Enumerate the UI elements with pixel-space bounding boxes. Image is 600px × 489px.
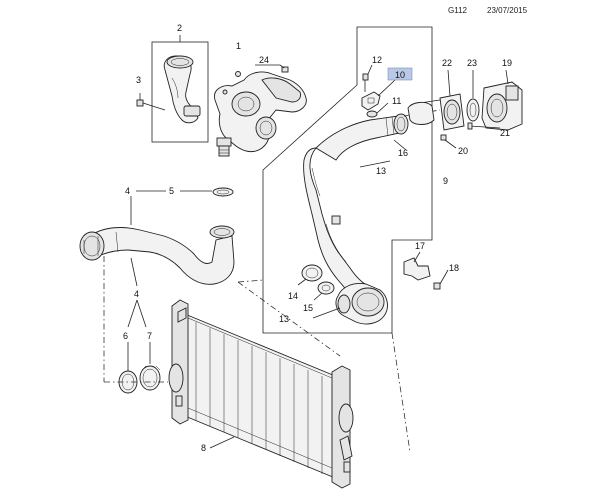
callout-4-lower: 4 (134, 289, 139, 299)
callout-19: 19 (502, 58, 512, 68)
part-12-bolt (362, 64, 373, 92)
part-16-charge-air-pipe-upper (315, 113, 409, 161)
callout-13-upper: 13 (376, 166, 386, 176)
callout-11: 11 (392, 96, 401, 106)
part-15-seal (313, 281, 335, 301)
part-1-turbocharger (214, 71, 307, 157)
callout-23: 23 (467, 58, 477, 68)
callout-5: 5 (169, 186, 174, 196)
part-15-outlet-hose (335, 283, 388, 325)
callout-21: 21 (500, 128, 510, 138)
callout-16: 16 (398, 148, 408, 158)
part-20-bolt (440, 134, 457, 149)
part-14-gasket (297, 264, 323, 286)
callout-9: 9 (443, 176, 448, 186)
part-9-flange (407, 101, 435, 125)
callout-17: 17 (415, 241, 425, 251)
part-2-intake-duct (163, 55, 201, 124)
part-21-bolt (467, 122, 501, 130)
part-18-bolt (433, 269, 449, 290)
diagram-code: G112 (448, 6, 467, 15)
part-22-adapter-flange (439, 69, 465, 131)
callout-10: 10 (395, 70, 405, 80)
part-5-clamp (212, 187, 234, 197)
callout-12: 12 (372, 55, 382, 65)
part-23-gasket (466, 70, 480, 122)
diagram-date: 23/07/2015 (487, 6, 528, 15)
callout-20: 20 (458, 146, 468, 156)
callout-3: 3 (136, 75, 141, 85)
highlight-callout-10 (387, 67, 413, 81)
callout-7: 7 (147, 331, 152, 341)
part-10-sensor (361, 79, 396, 111)
callout-6: 6 (123, 331, 128, 341)
part-4-charge-air-hose (79, 225, 235, 285)
callout-14: 14 (288, 291, 298, 301)
part-17-bracket (403, 251, 431, 281)
part-7-seal (139, 365, 161, 391)
callout-13-lower: 13 (279, 314, 289, 324)
callout-8: 8 (201, 443, 206, 453)
callout-22: 22 (442, 58, 452, 68)
callout-4-upper: 4 (125, 186, 130, 196)
callout-15: 15 (303, 303, 313, 313)
callout-24: 24 (259, 55, 269, 65)
callout-1: 1 (236, 41, 241, 51)
callout-2: 2 (177, 23, 182, 33)
part-11-seal (366, 102, 389, 118)
callout-18: 18 (449, 263, 459, 273)
part-24-stud (255, 64, 289, 73)
part-19-throttle-body (481, 69, 523, 131)
part-3-bolt (136, 93, 166, 111)
part-8-intercooler (168, 299, 354, 489)
